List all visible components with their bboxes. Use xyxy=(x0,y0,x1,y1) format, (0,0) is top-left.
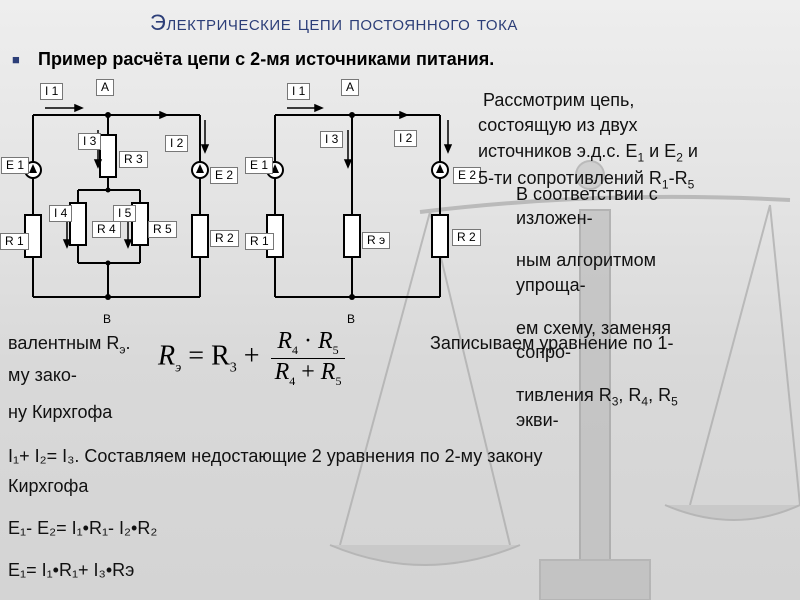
label-E2-simplified: E 2 xyxy=(453,167,482,184)
label-R5: R 5 xyxy=(148,221,177,238)
circuit-diagram-simplified xyxy=(266,103,453,300)
paragraph-2-line-5: ем схему, заменяя xyxy=(516,318,672,338)
paragraph-2-line-1: В соответствии с xyxy=(516,184,658,204)
label-E1: E 1 xyxy=(1,157,30,174)
node-B-label-simplified: B xyxy=(347,312,356,326)
node-B-label: B xyxy=(103,312,112,326)
slide-subtitle: Пример расчёта цепи с 2-мя источниками п… xyxy=(38,49,495,69)
label-I4: I 4 xyxy=(49,205,73,222)
label-I5: I 5 xyxy=(113,205,137,222)
paragraph-2-line-2: изложен- xyxy=(516,208,593,228)
paragraph-3-line-1: валентным Rэ. xyxy=(8,333,131,357)
equation-kirchhoff-2b: E₁= I₁•R₁+ I₃•Rэ xyxy=(8,560,135,580)
bullet-icon: ■ xyxy=(12,52,20,67)
node-A-label-simplified: A xyxy=(341,79,360,96)
label-R2-simplified: R 2 xyxy=(452,229,481,246)
paragraph-2-line-3: ным алгоритмом xyxy=(516,250,657,270)
slide-title: Электрические цепи постоянного тока xyxy=(150,10,518,35)
equation-kirchhoff-1-continued: Кирхгофа xyxy=(8,476,89,496)
paragraph-1-line-4: 5-ти сопротивлений R1-R5 xyxy=(478,168,695,192)
paragraph-1-line-1: Рассмотрим цепь, xyxy=(483,90,635,110)
label-I1-simplified: I 1 xyxy=(287,83,311,100)
paragraph-2-line-8: экви- xyxy=(516,410,559,430)
label-R1: R 1 xyxy=(0,233,29,250)
label-E2: E 2 xyxy=(210,167,239,184)
label-R3: R 3 xyxy=(119,151,148,168)
paragraph-2-line-7: тивления R3, R4, R5 xyxy=(516,385,678,409)
label-Re-simplified: R э xyxy=(362,232,391,249)
node-A-label: A xyxy=(96,79,115,96)
label-R4: R 4 xyxy=(92,221,121,238)
equation-kirchhoff-1: I₁+ I₂= I₃. Составляем недостающие 2 ура… xyxy=(8,446,543,466)
label-E1-simplified: E 1 xyxy=(245,157,274,174)
circuit-diagram-original xyxy=(24,103,210,300)
paragraph-3-line-3: ну Кирхгофа xyxy=(8,402,113,422)
label-I3: I 3 xyxy=(78,133,102,150)
label-I3-simplified: I 3 xyxy=(320,131,344,148)
paragraph-2-line-6: сопро- xyxy=(516,342,571,362)
paragraph-1-line-2: состоящую из двух xyxy=(478,115,638,135)
label-R2: R 2 xyxy=(210,230,239,247)
paragraph-3-line-2: му зако- xyxy=(8,365,77,385)
equivalent-resistance-formula: Rэ = R3 + R4 · R5 R4 + R5 xyxy=(158,328,346,389)
equation-kirchhoff-2a: E₁- E₂= I₁•R₁- I₂•R₂ xyxy=(8,518,158,538)
paragraph-1-line-3: источников э.д.с. E1 и E2 и xyxy=(478,141,698,165)
label-I2: I 2 xyxy=(165,135,189,152)
label-I2-simplified: I 2 xyxy=(394,130,418,147)
paragraph-2-line-4: упроща- xyxy=(516,275,586,295)
label-R1-simplified: R 1 xyxy=(245,233,274,250)
paragraph-3-kirchhoff-text: Записываем уравнение по 1- xyxy=(430,333,674,353)
label-I1: I 1 xyxy=(40,83,64,100)
